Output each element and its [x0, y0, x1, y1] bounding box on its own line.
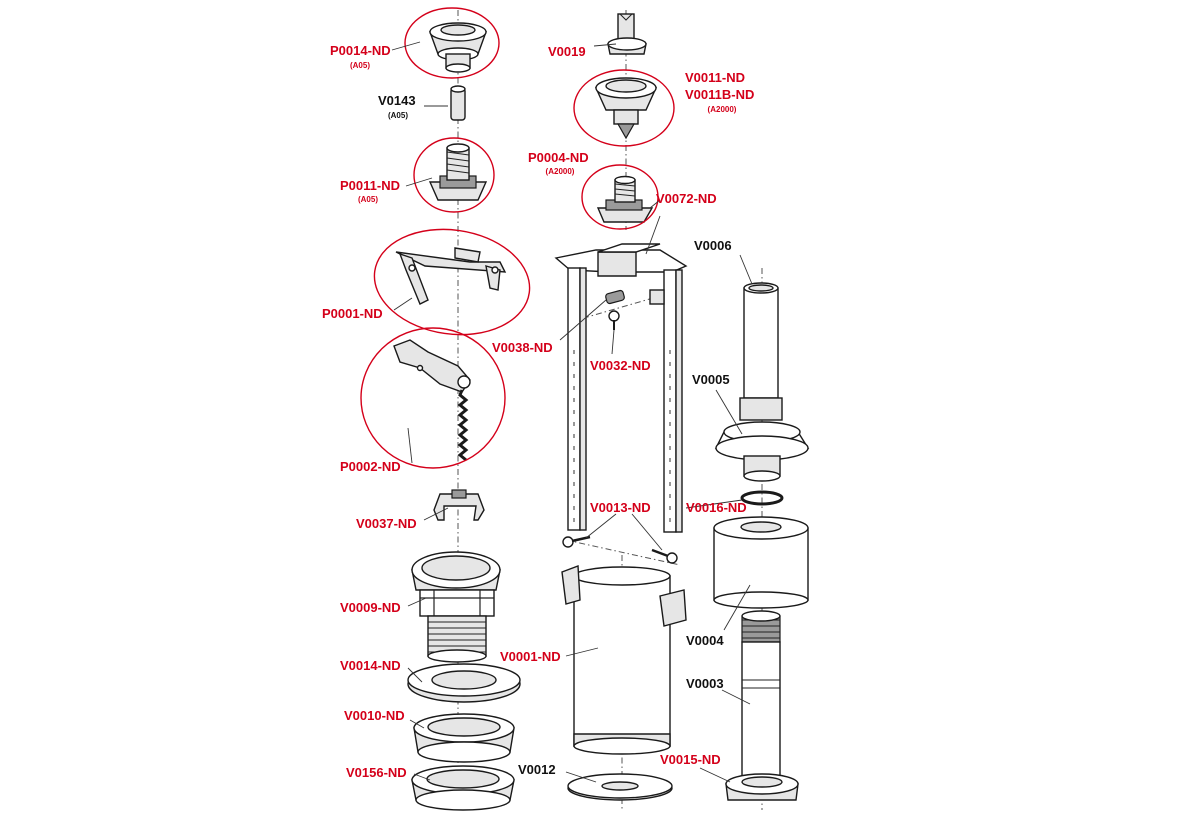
label-v0014-nd: V0014-ND — [340, 658, 401, 673]
v0013-pin-right-part — [651, 548, 678, 564]
label-p0014-nd: P0014-ND — [330, 43, 391, 58]
v0005-collar-part — [714, 397, 810, 482]
v0006-tube-part — [743, 282, 779, 399]
v0014-washer-part — [407, 663, 521, 703]
label-v0011b-nd: V0011B-ND — [685, 87, 754, 102]
label-v0010-nd: V0010-ND — [344, 708, 405, 723]
p0001-highlight-ring — [373, 228, 531, 336]
label-v0038-nd: V0038-ND — [492, 340, 553, 355]
leader-lines — [391, 41, 753, 783]
label-v0015-nd: V0015-ND — [660, 752, 721, 767]
label-v0001-nd: V0001-ND — [500, 649, 561, 664]
label-p0011-sub: (A05) — [358, 195, 378, 204]
label-v0143-sub: (A05) — [388, 111, 408, 120]
v0013-pin-left-part — [562, 535, 591, 548]
label-p0001-nd: P0001-ND — [322, 306, 383, 321]
label-v0006: V0006 — [694, 238, 732, 253]
p0011-highlight-ring — [413, 137, 495, 213]
label-v0016-nd: V0016-ND — [686, 500, 747, 515]
label-v0003: V0003 — [686, 676, 724, 691]
label-p0011-nd: P0011-ND — [340, 178, 400, 193]
p0011-stem-part — [428, 143, 488, 201]
v0037-clip-part — [433, 489, 485, 521]
label-v0156-nd: V0156-ND — [346, 765, 407, 780]
v0010-nut-part — [413, 713, 515, 763]
label-v0072-nd: V0072-ND — [656, 191, 717, 206]
label-p0014-sub: (A05) — [350, 61, 370, 70]
v0032-screw-part — [608, 310, 620, 330]
label-v0004: V0004 — [686, 633, 724, 648]
p0001-lever-part — [395, 247, 507, 305]
label-v0143: V0143 — [378, 93, 416, 108]
label-p0004-nd: P0004-ND — [528, 150, 589, 165]
p0002-highlight-ring — [360, 327, 506, 469]
label-v0037-nd: V0037-ND — [356, 516, 417, 531]
p0002-lever-chain-part — [393, 339, 471, 462]
v0143-pin-part — [450, 85, 466, 121]
v0011-cap-part — [594, 77, 658, 140]
v0038-spring-part — [605, 289, 625, 305]
v0072-frame-part — [554, 243, 688, 533]
p0004-highlight-ring — [581, 164, 659, 230]
p0014-highlight-ring — [404, 7, 500, 79]
label-v0013-nd: V0013-ND — [590, 500, 651, 515]
label-v0011-sub: (A2000) — [708, 105, 737, 114]
label-v0009-nd: V0009-ND — [340, 600, 401, 615]
v0001-float-cylinder-part — [561, 565, 687, 755]
v0156-nut-part — [411, 765, 515, 811]
label-v0019: V0019 — [548, 44, 586, 59]
p0004-stem-part — [596, 175, 654, 223]
v0011-highlight-ring — [573, 69, 675, 147]
pin-axis-line — [565, 539, 681, 566]
label-v0011-nd: V0011-ND — [685, 70, 745, 85]
label-p0002-nd: P0002-ND — [340, 459, 401, 474]
v0003-tube-part — [741, 610, 781, 777]
v0004-cylinder-part — [713, 516, 809, 609]
label-v0005: V0005 — [692, 372, 730, 387]
v0019-stem-part — [607, 13, 647, 55]
p0014-cap-part — [429, 22, 487, 73]
label-p0004-sub: (A2000) — [546, 167, 575, 176]
label-v0012: V0012 — [518, 762, 556, 777]
v0009-valve-body-part — [411, 551, 501, 663]
label-v0032-nd: V0032-ND — [590, 358, 651, 373]
v0016-oring-part — [740, 490, 784, 506]
v0015-base-part — [725, 773, 799, 801]
v0012-disc-part — [567, 773, 673, 801]
